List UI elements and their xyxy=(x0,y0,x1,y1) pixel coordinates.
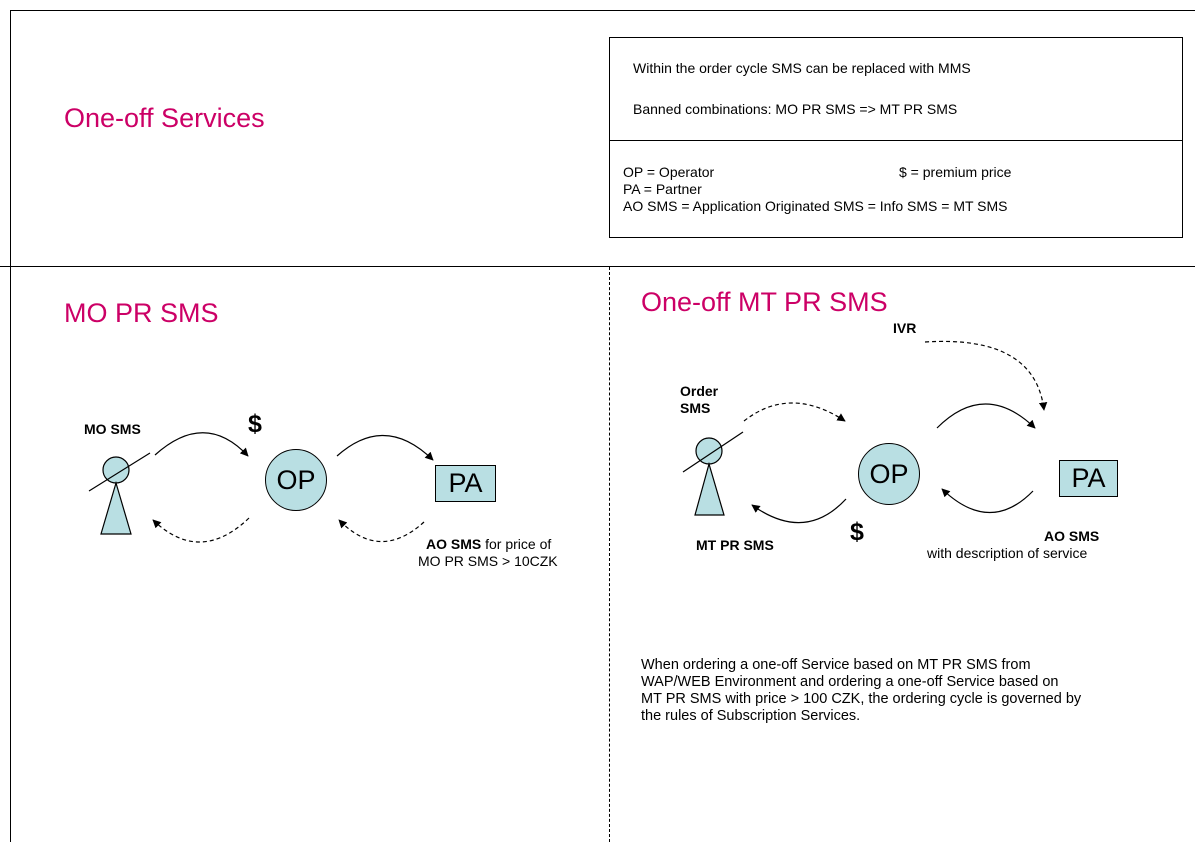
legend-pa: PA = Partner xyxy=(623,181,702,197)
vertical-dashed-divider xyxy=(609,267,610,842)
info-banned-combinations: Banned combinations: MO PR SMS => MT PR … xyxy=(633,101,958,117)
arrow-op-to-pa-right xyxy=(936,403,1036,429)
heading-one-off-mt-pr-sms: One-off MT PR SMS xyxy=(641,287,888,317)
heading-one-off-services: One-off Services xyxy=(64,103,265,133)
arrow-op-to-pa xyxy=(336,434,434,461)
ao-sms-rest: for price of xyxy=(481,536,552,552)
label-order-sms: SMS xyxy=(680,400,711,416)
node-op-left: OP xyxy=(265,449,327,511)
label-mt-pr-sms: MT PR SMS xyxy=(696,537,774,553)
person-icon-left xyxy=(88,452,151,535)
info-mms-note: Within the order cycle SMS can be replac… xyxy=(633,60,971,76)
legend-dollar: $ = premium price xyxy=(899,164,1012,180)
label-mo-sms: MO SMS xyxy=(84,421,141,437)
ao-sms-bold: AO SMS xyxy=(426,536,482,552)
info-box-separator xyxy=(610,140,1182,141)
top-border xyxy=(10,10,1195,11)
info-box: Within the order cycle SMS can be replac… xyxy=(609,37,1183,238)
dollar-left: $ xyxy=(248,410,262,438)
note-line-1: When ordering a one-off Service based on… xyxy=(641,657,1031,673)
label-ao-sms-price: MO PR SMS > 10CZK xyxy=(418,553,558,569)
legend-ao-sms: AO SMS = Application Originated SMS = In… xyxy=(623,198,1008,214)
arrow-mt-pr-sms xyxy=(751,498,847,524)
node-pa-left: PA xyxy=(435,465,496,502)
arrow-order-sms xyxy=(743,402,846,422)
explanatory-note: When ordering a one-off Service based on… xyxy=(641,657,1181,725)
label-ao-sms-right: AO SMS xyxy=(1044,528,1100,544)
node-pa-right: PA xyxy=(1059,460,1118,497)
node-op-right: OP xyxy=(858,443,920,505)
heading-mo-pr-sms: MO PR SMS xyxy=(64,298,219,328)
note-line-2: WAP/WEB Environment and ordering a one-o… xyxy=(641,674,1059,690)
horizontal-divider xyxy=(0,266,1195,267)
dollar-right: $ xyxy=(850,518,864,546)
left-border xyxy=(10,10,11,842)
label-ivr: IVR xyxy=(893,320,917,336)
label-ao-sms-left: AO SMS for price of xyxy=(426,536,551,552)
arrow-pa-to-op xyxy=(338,519,425,543)
arrow-mo-sms xyxy=(154,432,249,457)
legend-op: OP = Operator xyxy=(623,164,715,180)
arrow-pa-to-op-right xyxy=(941,488,1034,514)
arrow-op-to-user xyxy=(152,517,250,543)
person-icon-right xyxy=(682,431,744,516)
label-ao-description: with description of service xyxy=(927,545,1088,561)
note-line-3: MT PR SMS with price > 100 CZK, the orde… xyxy=(641,691,1082,707)
label-order: Order xyxy=(680,383,719,399)
note-line-4: the rules of Subscription Services. xyxy=(641,708,861,724)
arrow-ivr xyxy=(924,340,1048,411)
